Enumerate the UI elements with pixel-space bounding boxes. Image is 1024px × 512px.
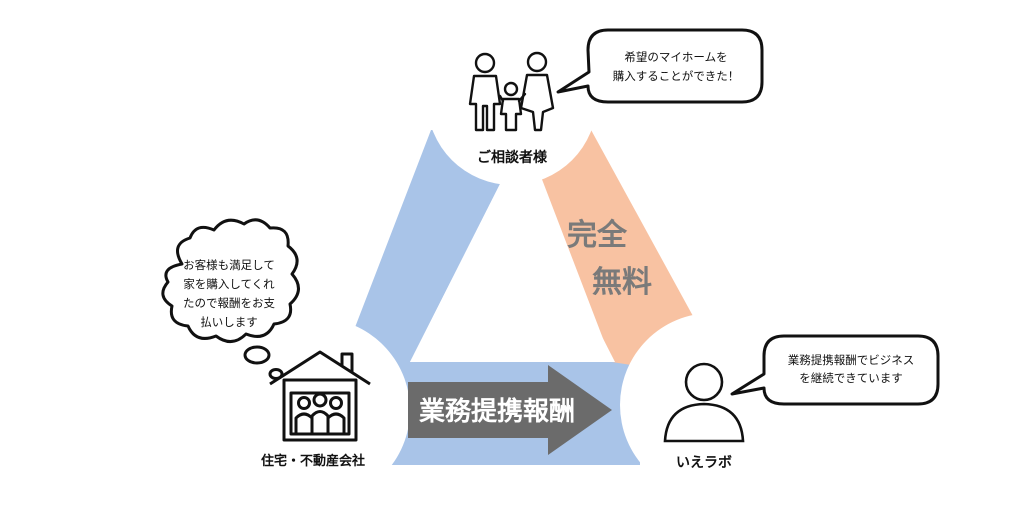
person-icon: [663, 362, 745, 443]
triangle-inner: [410, 160, 615, 362]
bubble-left-line3: たので報酬をお支: [183, 296, 275, 310]
node-label-top: ご相談者様: [477, 149, 548, 166]
fee-arrow-label: 業務提携報酬: [419, 396, 575, 427]
node-label-left: 住宅・不動産会社: [261, 453, 365, 469]
bubble-right-line2: を継続できています: [799, 371, 903, 385]
bubble-right-line1: 業務提携報酬でビジネス: [788, 353, 915, 367]
triangle-orange-side: [525, 128, 728, 380]
speech-bubble-top: 希望のマイホームを 購入することができた！: [556, 28, 764, 104]
bubble-left-line2: 家を購入してくれ: [183, 277, 275, 291]
bubble-top-line2: 購入することができた！: [613, 69, 740, 83]
node-circle-left: [226, 318, 410, 502]
thought-bubble-left: [161, 218, 300, 380]
bubble-left-line1: お客様も満足して: [183, 258, 275, 272]
node-label-right: いえラボ: [676, 455, 732, 471]
free-label-line2: 無料: [592, 265, 652, 300]
family-icon: [468, 51, 555, 132]
speech-bubble-right: 業務提携報酬でビジネス を継続できています: [730, 334, 940, 406]
house-icon: [269, 350, 371, 442]
bubble-left-line4: 払いします: [200, 315, 258, 329]
bubble-top-line1: 希望のマイホームを: [624, 50, 727, 64]
free-label-line1: 完全: [567, 218, 628, 253]
fee-arrow: [408, 365, 612, 455]
